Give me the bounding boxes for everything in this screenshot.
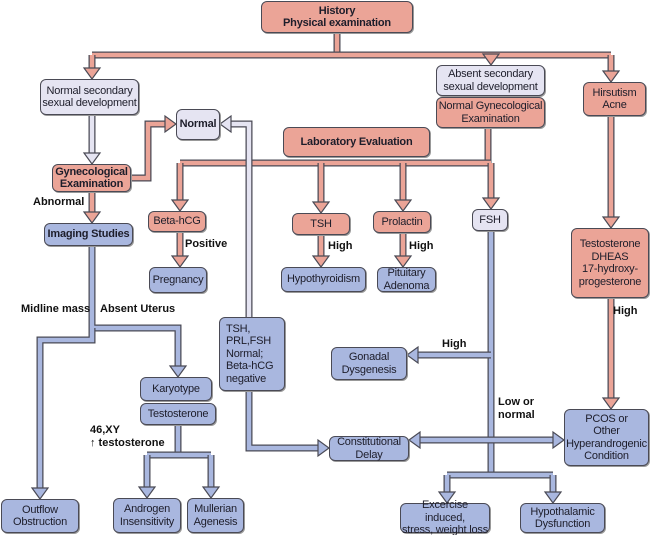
- node-hypothalamic-dysfunction: Hypothalamic Dysfunction: [520, 503, 605, 533]
- node-pregnancy: Pregnancy: [149, 267, 207, 293]
- node-gynecological-exam: Gynecological Examination: [52, 164, 131, 192]
- node-laboratory-evaluation: Laboratory Evaluation: [283, 127, 430, 157]
- node-hypothyroidism: Hypothyroidism: [281, 267, 366, 292]
- connector: [601, 116, 621, 230]
- node-pcos: PCOS or Other Hyperandrogenic Condition: [564, 409, 649, 466]
- label-46xy-testosterone: 46,XY ↑ testosterone: [90, 424, 165, 449]
- label-abnormal: Abnormal: [33, 196, 85, 208]
- node-normal: Normal: [176, 109, 220, 140]
- arrowhead-icon: [481, 53, 501, 67]
- arrowhead-icon: [437, 491, 457, 505]
- connector: [481, 163, 501, 211]
- connector: [137, 455, 157, 500]
- node-androgen-insensitivity: Androgen Insensitivity: [113, 498, 181, 533]
- node-exercise-induced: Excercise induced, stress, weight loss: [400, 499, 490, 535]
- arrowhead-icon: [82, 152, 102, 166]
- arrowhead-icon: [170, 255, 190, 269]
- arrowhead-icon: [405, 345, 419, 365]
- node-prolactin: Prolactin: [373, 211, 431, 233]
- arrowhead-icon: [601, 397, 621, 411]
- connector: [407, 430, 491, 450]
- connector: [491, 430, 566, 450]
- node-karyotype: Karyotype: [140, 377, 212, 401]
- connector: [405, 345, 491, 365]
- node-normal-gynecological-exam: Normal Gynecological Examination: [436, 97, 545, 128]
- label-positive: Positive: [185, 238, 228, 250]
- arrowhead-icon: [170, 199, 190, 213]
- arrowhead-icon: [317, 438, 331, 458]
- connector: [88, 246, 188, 379]
- connector: [601, 55, 621, 84]
- arrowhead-icon: [164, 114, 178, 134]
- node-gonadal-dysgenesis: Gonadal Dysgenesis: [331, 347, 407, 380]
- label-low-or-normal: Low or normal: [498, 396, 535, 421]
- arrowhead-icon: [137, 486, 157, 500]
- arrowhead-icon: [30, 487, 50, 501]
- connector: [393, 233, 413, 269]
- node-fsh: FSH: [472, 209, 508, 231]
- node-tsh-prl-fsh-normal: TSH, PRL,FSH Normal; Beta-hCG negative: [219, 317, 285, 391]
- arrowhead-icon: [393, 255, 413, 269]
- connector: [393, 163, 413, 213]
- arrowhead-icon: [218, 114, 232, 134]
- label-high-tsh: High: [328, 240, 353, 252]
- node-tsh: TSH: [292, 213, 350, 235]
- connector: [30, 328, 96, 501]
- node-imaging-studies: Imaging Studies: [44, 223, 133, 246]
- connector: [437, 475, 457, 505]
- connector: [311, 163, 331, 215]
- node-testosterone: Testosterone: [140, 403, 216, 425]
- node-normal-secondary-development: Normal secondary sexual development: [40, 79, 139, 115]
- arrowhead-icon: [601, 216, 621, 230]
- node-outflow-obstruction: Outflow Obstruction: [1, 499, 79, 533]
- arrowhead-icon: [201, 486, 221, 500]
- connector: [82, 55, 102, 81]
- label-midline-mass: Midline mass: [21, 303, 91, 315]
- arrowhead-icon: [543, 491, 563, 505]
- connector: [82, 192, 102, 225]
- arrowhead-icon: [168, 365, 188, 379]
- node-hirsutism-acne: Hirsutism Acne: [583, 82, 646, 116]
- label-high-androgens: High: [613, 305, 638, 317]
- arrowhead-icon: [601, 70, 621, 84]
- connector: [131, 114, 178, 182]
- arrowhead-icon: [407, 430, 421, 450]
- arrowhead-icon: [82, 211, 102, 225]
- connector: [170, 232, 190, 269]
- arrowhead-icon: [481, 197, 501, 211]
- node-absent-secondary-development: Absent secondary sexual development: [436, 65, 545, 96]
- arrowhead-icon: [393, 199, 413, 213]
- arrowhead-icon: [311, 201, 331, 215]
- label-absent-uterus: Absent Uterus: [100, 303, 176, 315]
- connector: [245, 391, 331, 458]
- connector: [481, 53, 501, 67]
- connector: [170, 163, 190, 213]
- arrowhead-icon: [82, 67, 102, 81]
- node-history: History Physical examination: [261, 1, 413, 33]
- node-beta-hcg: Beta-hCG: [148, 211, 206, 232]
- connector: [201, 455, 221, 500]
- connector: [601, 298, 621, 411]
- arrowhead-icon: [311, 255, 331, 269]
- arrowhead-icon: [552, 430, 566, 450]
- label-high-prolactin: High: [409, 240, 434, 252]
- node-pituitary-adenoma: Pituitary Adenoma: [377, 267, 436, 292]
- node-testosterone-dheas-17ohp: Testosterone DHEAS 17-hydroxy- progester…: [571, 228, 649, 298]
- connector: [82, 115, 102, 166]
- node-mullerian-agenesis: Mullerian Agenesis: [187, 498, 244, 533]
- label-high-fsh: High: [442, 338, 467, 350]
- connector: [311, 235, 331, 269]
- node-constitutional-delay: Constitutional Delay: [329, 436, 409, 461]
- connector: [543, 475, 563, 505]
- connector: [218, 114, 253, 317]
